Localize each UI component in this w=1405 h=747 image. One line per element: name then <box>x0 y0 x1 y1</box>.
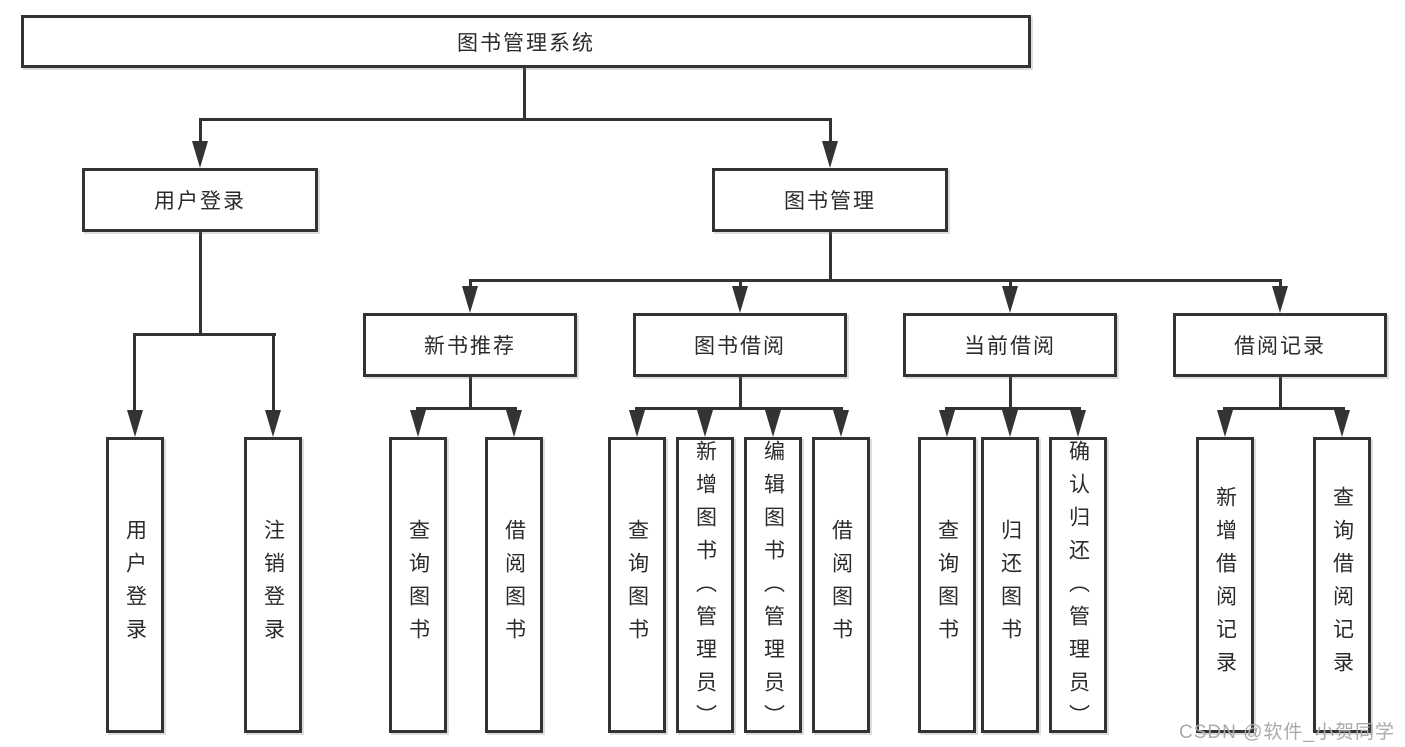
leaf-confirm-return-admin: 确认归还（管理员） <box>1049 437 1107 737</box>
connector-line <box>272 333 275 412</box>
arrow-down-icon <box>629 410 645 437</box>
leaf-add-books-admin: 新增图书（管理员） <box>676 437 734 737</box>
leaf-label: 归还图书 <box>998 519 1022 651</box>
leaf-edit-books-admin: 编辑图书（管理员） <box>744 437 802 737</box>
leaf-borrow-books-recommend: 借阅图书 <box>485 437 543 733</box>
connector-line <box>1279 279 1282 289</box>
leaf-label: 查询图书 <box>625 519 649 651</box>
leaf-label: 新增图书（管理员） <box>693 440 717 737</box>
connector-line <box>739 377 742 409</box>
leaf-label: 查询借阅记录 <box>1330 486 1354 684</box>
arrow-down-icon <box>506 410 522 437</box>
node-borrow-records: 借阅记录 <box>1173 313 1387 377</box>
arrow-down-icon <box>822 141 838 168</box>
connector-line <box>199 232 202 335</box>
arrow-down-icon <box>1272 286 1288 313</box>
leaf-query-books-recommend: 查询图书 <box>389 437 447 733</box>
leaf-label: 新增借阅记录 <box>1213 486 1237 684</box>
leaf-label: 确认归还（管理员） <box>1066 440 1090 737</box>
arrow-down-icon <box>265 410 281 437</box>
leaf-label: 借阅图书 <box>829 519 853 651</box>
connector-line <box>829 232 832 282</box>
arrow-down-icon <box>1002 410 1018 437</box>
arrow-down-icon <box>192 141 208 168</box>
connector-line <box>1009 279 1012 289</box>
leaf-borrow-books: 借阅图书 <box>812 437 870 733</box>
leaf-label: 查询图书 <box>935 519 959 651</box>
arrow-down-icon <box>939 410 955 437</box>
node-book-management: 图书管理 <box>712 168 948 232</box>
leaf-label: 用户登录 <box>123 519 147 651</box>
arrow-down-icon <box>1334 410 1350 437</box>
connector-line <box>469 279 472 289</box>
arrow-down-icon <box>833 410 849 437</box>
connector-line <box>635 407 843 410</box>
arrow-down-icon <box>697 410 713 437</box>
leaf-label: 借阅图书 <box>502 519 526 651</box>
connector-line <box>739 279 742 289</box>
connector-line <box>1009 377 1012 409</box>
connector-line <box>1223 407 1345 410</box>
arrow-down-icon <box>765 410 781 437</box>
connector-line <box>133 333 276 336</box>
connector-line <box>945 407 1081 410</box>
node-root: 图书管理系统 <box>21 15 1031 68</box>
connector-line <box>199 118 831 121</box>
arrow-down-icon <box>127 410 143 437</box>
arrow-down-icon <box>462 286 478 313</box>
arrow-down-icon <box>410 410 426 437</box>
connector-line <box>469 279 1282 282</box>
connector-line <box>199 118 202 144</box>
node-book-borrow: 图书借阅 <box>633 313 847 377</box>
connector-line <box>133 333 136 412</box>
leaf-query-books-borrow: 查询图书 <box>608 437 666 733</box>
leaf-return-books: 归还图书 <box>981 437 1039 733</box>
leaf-query-borrow-record: 查询借阅记录 <box>1313 437 1371 733</box>
connector-line <box>523 68 526 121</box>
watermark: CSDN @软件_小贺同学 <box>1179 722 1395 743</box>
leaf-label: 编辑图书（管理员） <box>761 440 785 737</box>
leaf-label: 查询图书 <box>406 519 430 651</box>
arrow-down-icon <box>1002 286 1018 313</box>
leaf-query-books-current: 查询图书 <box>918 437 976 733</box>
leaf-label: 注销登录 <box>261 519 285 651</box>
connector-line <box>829 118 832 144</box>
node-current-borrow: 当前借阅 <box>903 313 1117 377</box>
connector-line <box>469 377 472 409</box>
leaf-user-login: 用户登录 <box>106 437 164 733</box>
leaf-add-borrow-record: 新增借阅记录 <box>1196 437 1254 733</box>
connector-line <box>1279 377 1282 409</box>
arrow-down-icon <box>732 286 748 313</box>
arrow-down-icon <box>1070 410 1086 437</box>
node-new-book-recommend: 新书推荐 <box>363 313 577 377</box>
node-user-login: 用户登录 <box>82 168 318 232</box>
leaf-logout: 注销登录 <box>244 437 302 733</box>
connector-line <box>416 407 517 410</box>
arrow-down-icon <box>1217 410 1233 437</box>
